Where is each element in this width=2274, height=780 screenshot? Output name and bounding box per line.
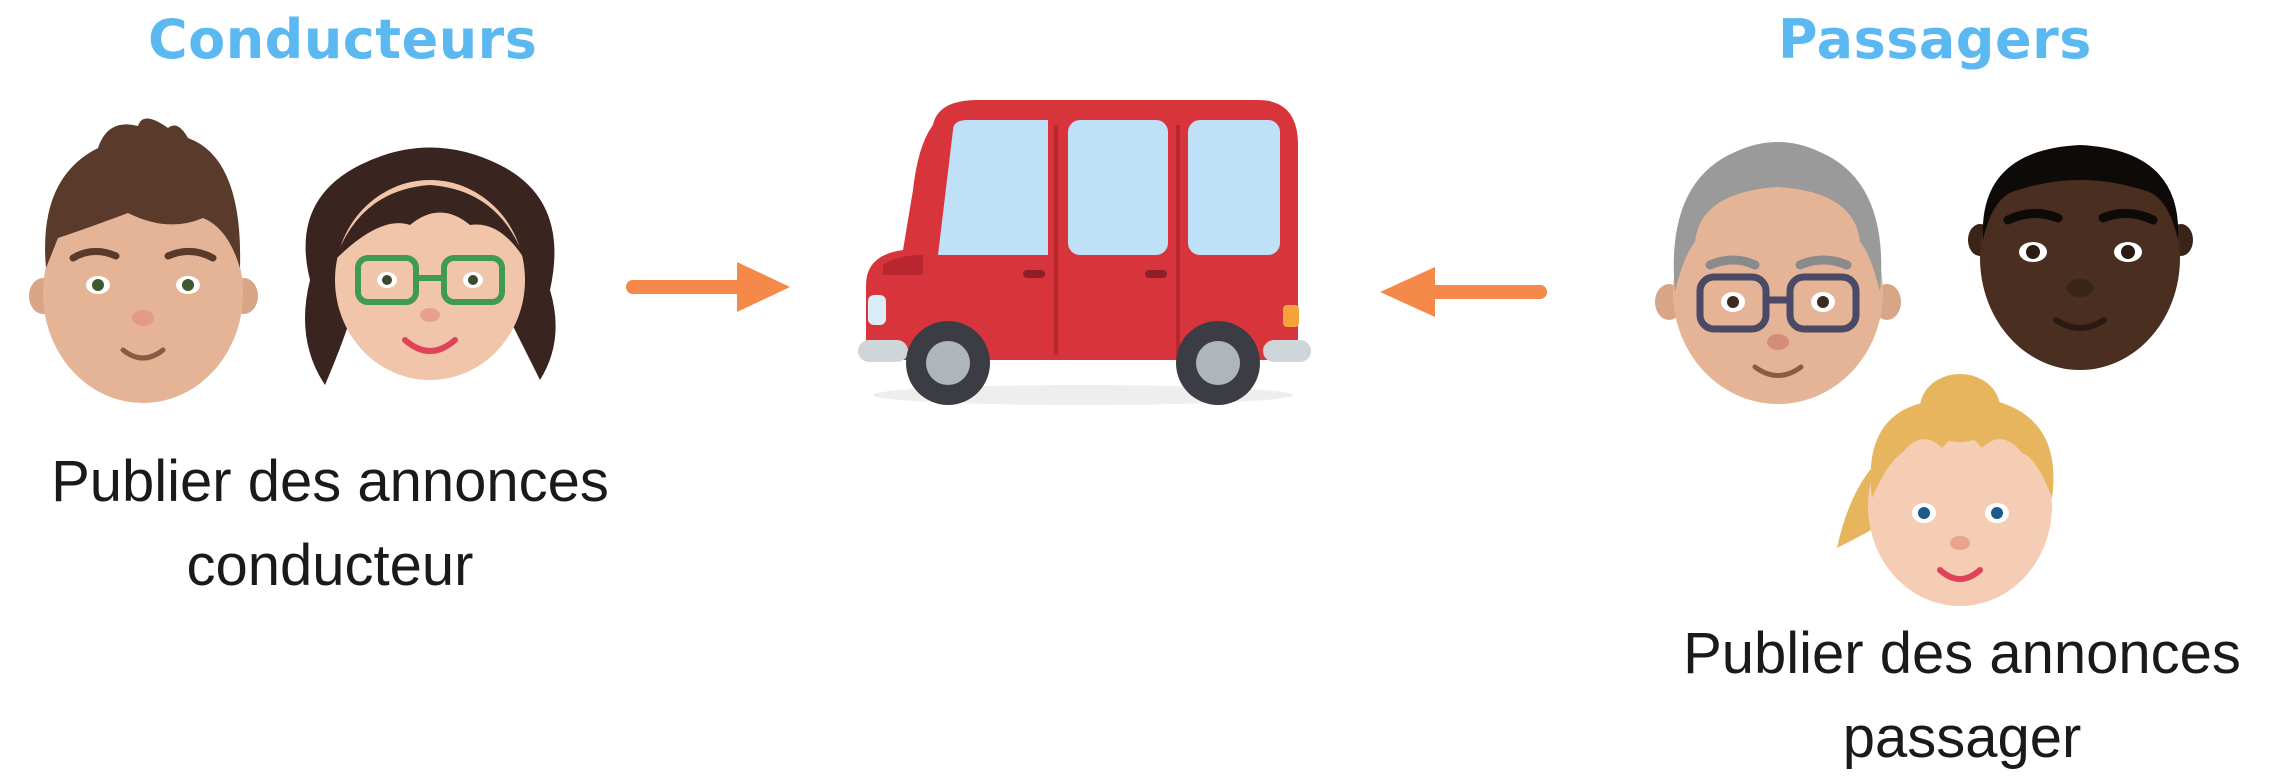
red-van-icon <box>858 95 1308 415</box>
drivers-title: Conducteurs <box>148 8 537 71</box>
passengers-caption-line2: passager <box>1650 696 2274 780</box>
woman-glasses-avatar <box>290 140 570 400</box>
passengers-title: Passagers <box>1778 8 2092 71</box>
arrow-left-icon <box>1375 267 1550 317</box>
arrow-right-icon <box>625 262 795 312</box>
man-brown-hair-avatar <box>28 118 258 398</box>
blonde-woman-avatar <box>1832 348 2072 610</box>
drivers-caption: Publier des annonces conducteur <box>10 440 650 608</box>
drivers-caption-line2: conducteur <box>10 524 650 608</box>
dark-skinned-man-avatar <box>1968 140 2193 375</box>
passengers-caption-line1: Publier des annonces <box>1650 612 2274 696</box>
passengers-caption: Publier des annonces passager <box>1650 612 2274 780</box>
drivers-caption-line1: Publier des annonces <box>10 440 650 524</box>
